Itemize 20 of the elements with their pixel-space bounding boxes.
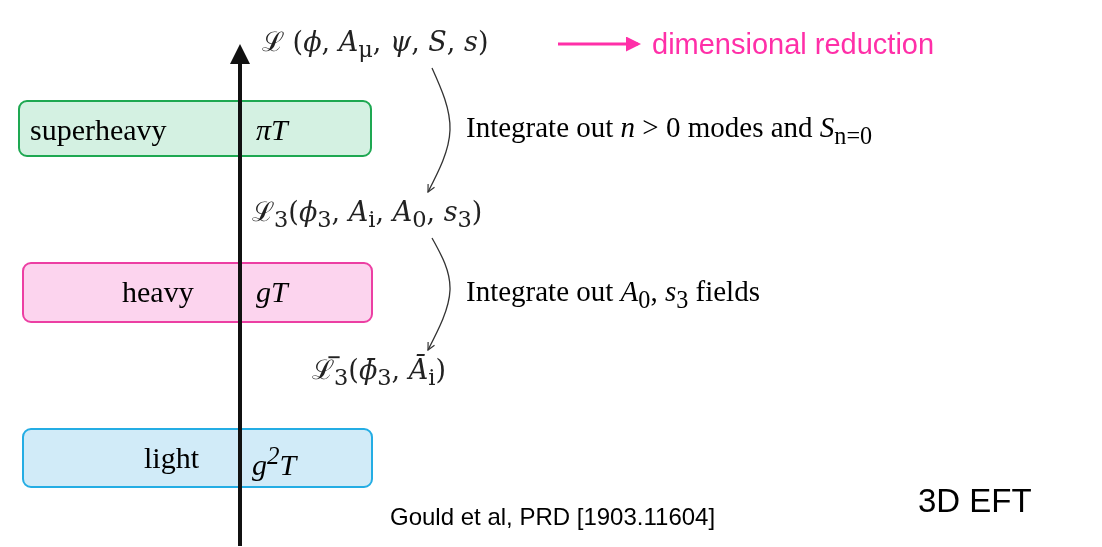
citation-text: Gould et al, PRD [1903.11604]	[390, 505, 716, 529]
scale-formula: πT	[256, 115, 288, 145]
lagrangian-expression: ℒ$_{3}$(ϕ$_{3}$, A$_{i}$, A$_{0}$, s$_{3}$)	[252, 198, 483, 231]
scale-formula: gT	[256, 277, 288, 307]
process-label: dimensional reduction	[652, 30, 935, 59]
arrow	[427, 67, 451, 193]
scale-name: heavy	[122, 277, 194, 307]
lagrangian-expression: ℒ̅$_{3}$(ϕ̄$_{3}$, Ā$_{i}$)	[312, 356, 447, 389]
scale-name: light	[144, 443, 199, 473]
energy-scale-box	[22, 262, 373, 323]
scale-formula: g$^{2}$T	[252, 443, 297, 480]
energy-scale-box	[18, 100, 372, 157]
arrow	[558, 36, 641, 52]
energy-scale-box	[22, 428, 373, 488]
edge-label: Integrate out A$_{0}$, s$_{3}$ fields	[466, 277, 760, 312]
scale-name: superheavy	[30, 115, 167, 145]
method-label: 3D EFT	[918, 484, 1032, 517]
arrow	[427, 237, 451, 351]
edge-label: Integrate out n > 0 modes and S$_{n=0}$	[466, 113, 873, 148]
lagrangian-expression: ℒ (ϕ, A$_{μ}$, ψ, S, s)	[262, 28, 489, 61]
